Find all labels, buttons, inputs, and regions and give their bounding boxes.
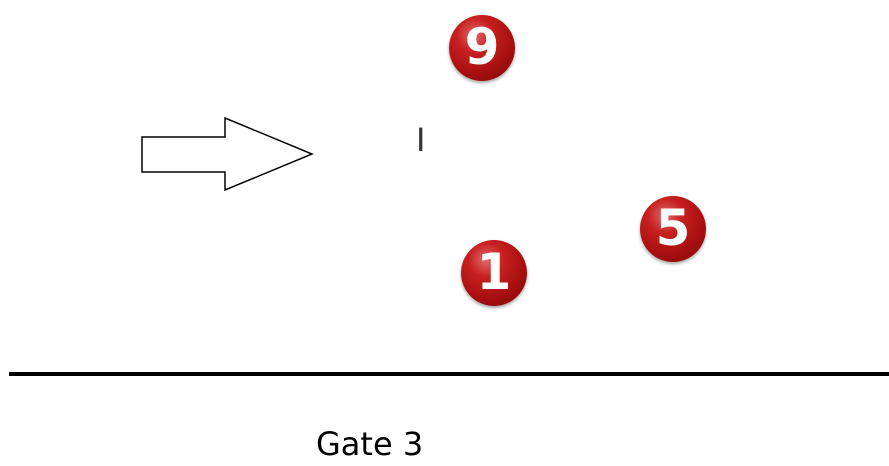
ball-9: 9 <box>449 15 515 81</box>
gate-label: Gate 3 <box>316 425 424 463</box>
text-cursor-icon: I <box>416 121 426 159</box>
gate-line <box>9 372 889 376</box>
ball-number: 9 <box>464 18 500 76</box>
ball-number: 1 <box>476 243 512 301</box>
ball-1: 1 <box>461 240 527 306</box>
ball-number: 5 <box>655 199 691 257</box>
ball-5: 5 <box>640 196 706 262</box>
